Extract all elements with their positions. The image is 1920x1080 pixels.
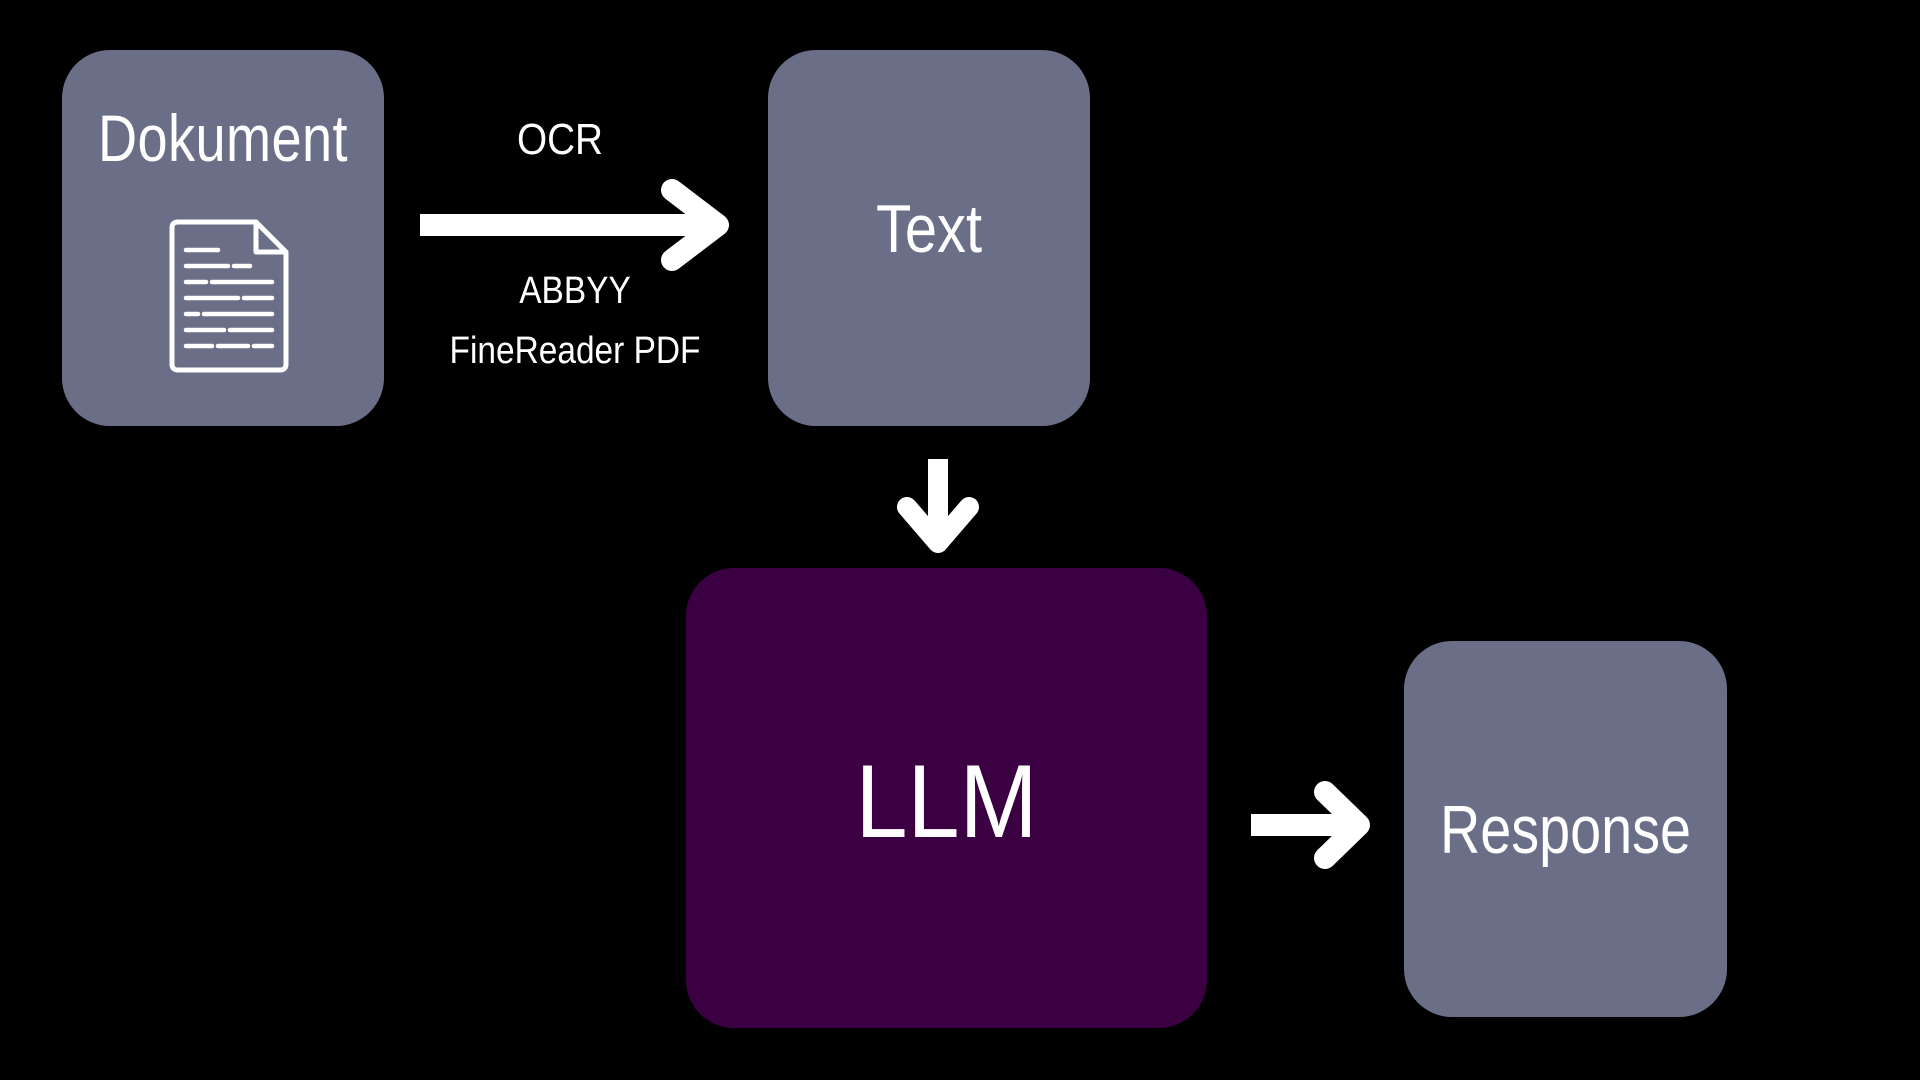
node-text: Text xyxy=(768,50,1090,426)
node-dokument-label: Dokument xyxy=(98,101,348,175)
arrow-dokument-to-text xyxy=(420,179,729,271)
document-icon xyxy=(168,218,292,374)
node-text-label: Text xyxy=(875,191,983,267)
node-response: Response xyxy=(1404,641,1727,1017)
node-dokument: Dokument xyxy=(62,50,384,426)
node-llm-label: LLM xyxy=(855,744,1038,860)
arrow-text-to-llm xyxy=(897,459,979,553)
edge-label-tool-line1: ABBYY xyxy=(519,270,631,312)
edge-label-tool-line2: FineReader PDF xyxy=(449,330,701,372)
node-response-label: Response xyxy=(1439,792,1692,868)
edge-label-ocr: OCR xyxy=(516,115,604,164)
node-llm: LLM xyxy=(686,568,1207,1028)
arrow-llm-to-response xyxy=(1251,781,1370,869)
